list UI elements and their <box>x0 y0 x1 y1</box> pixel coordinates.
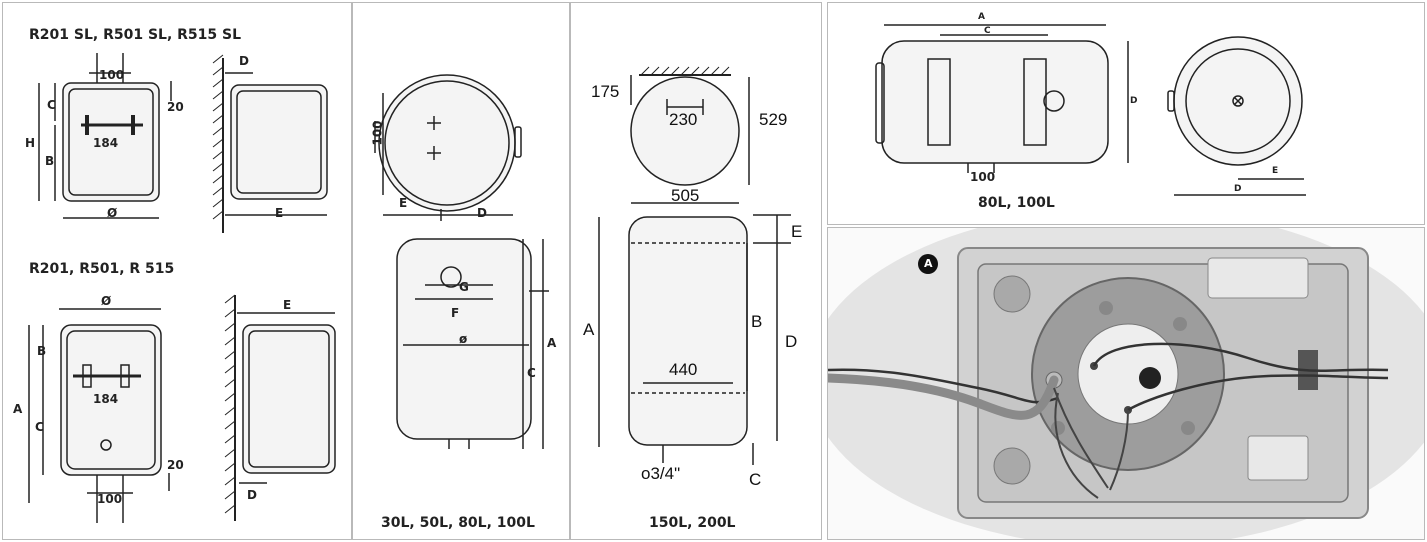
caption-capacities: 80L, 100L <box>978 195 1055 211</box>
dim-label-a: A <box>547 336 557 350</box>
dim-label-b: B <box>751 312 763 331</box>
panel-electrical-connection-photo: A <box>827 227 1425 540</box>
marker-a: A <box>924 257 933 270</box>
dim-label-a-bottom: A <box>13 402 23 416</box>
dim-label-440: 440 <box>669 360 698 379</box>
dim-label-c: C <box>47 98 56 112</box>
panel-large-heater-dimensions: 175 230 529 505 E A B D 440 o3/4" C 150L… <box>570 2 822 540</box>
dim-label-184: 184 <box>93 136 119 150</box>
caption-capacities: 150L, 200L <box>649 515 736 531</box>
caption-standard-models: R201, R501, R 515 <box>29 261 175 277</box>
dim-label-pipe-size: o3/4" <box>641 464 681 483</box>
dim-label-20: 20 <box>167 100 184 114</box>
dim-label-b: B <box>45 154 55 168</box>
caption-sl-models: R201 SL, R501 SL, R515 SL <box>29 27 242 43</box>
dim-label-d-bottom: D <box>247 488 257 502</box>
dim-label-diameter-bottom: Ø <box>101 294 112 308</box>
dim-label-f: F <box>451 306 460 320</box>
dim-label-a: A <box>978 12 985 22</box>
round-heater-drawings <box>374 74 549 449</box>
dim-label-100-bottom: 100 <box>97 492 123 506</box>
dim-label-e-bottom: E <box>283 298 292 312</box>
horizontal-heater-drawings <box>875 24 1306 196</box>
dim-label-c: C <box>984 26 991 36</box>
dim-label-505: 505 <box>671 186 700 205</box>
wiring-illustration <box>828 228 1424 539</box>
dim-label-c: C <box>749 470 762 489</box>
dim-label-100: 100 <box>970 170 996 184</box>
dim-label-e: E <box>791 222 803 241</box>
dim-label-100: 100 <box>99 68 125 82</box>
r-series-drawings <box>28 53 336 523</box>
caption-capacities: 30L, 50L, 80L, 100L <box>381 515 535 531</box>
dim-label-d-side: D <box>1234 184 1242 194</box>
dim-label-diameter: ø <box>459 332 468 346</box>
dim-label-175: 175 <box>591 82 620 101</box>
dim-label-d: D <box>477 206 487 220</box>
dim-label-184-bottom: 184 <box>93 392 119 406</box>
dim-label-e: E <box>399 196 408 210</box>
large-heater-drawings <box>598 66 791 465</box>
dim-label-diameter: Ø <box>107 206 118 220</box>
panel-r-series-dimensions: R201 SL, R501 SL, R515 SL 100 20 C H B 1… <box>2 2 352 540</box>
dim-label-d: D <box>785 332 798 351</box>
dim-label-b-bottom: B <box>37 344 47 358</box>
panel-horizontal-heater-dimensions: A C D 100 E D 80L, 100L <box>827 2 1425 225</box>
dim-label-100: 100 <box>370 120 385 146</box>
dim-label-a: A <box>583 320 595 339</box>
dim-label-g: G <box>459 280 469 294</box>
dim-label-20-bottom: 20 <box>167 458 184 472</box>
dim-label-h: H <box>25 136 36 150</box>
dim-label-d: D <box>239 54 249 68</box>
dim-label-c-bottom: C <box>35 420 44 434</box>
dim-label-e: E <box>275 206 284 220</box>
dim-label-230: 230 <box>669 110 698 129</box>
dim-label-d: D <box>1130 96 1138 106</box>
dim-label-c: C <box>527 366 536 380</box>
dim-label-e: E <box>1272 166 1279 176</box>
panel-round-heater-dimensions: 100 E D G F ø A C 30L, 50L, 80L, 100L <box>352 2 570 540</box>
dim-label-529: 529 <box>759 110 788 129</box>
